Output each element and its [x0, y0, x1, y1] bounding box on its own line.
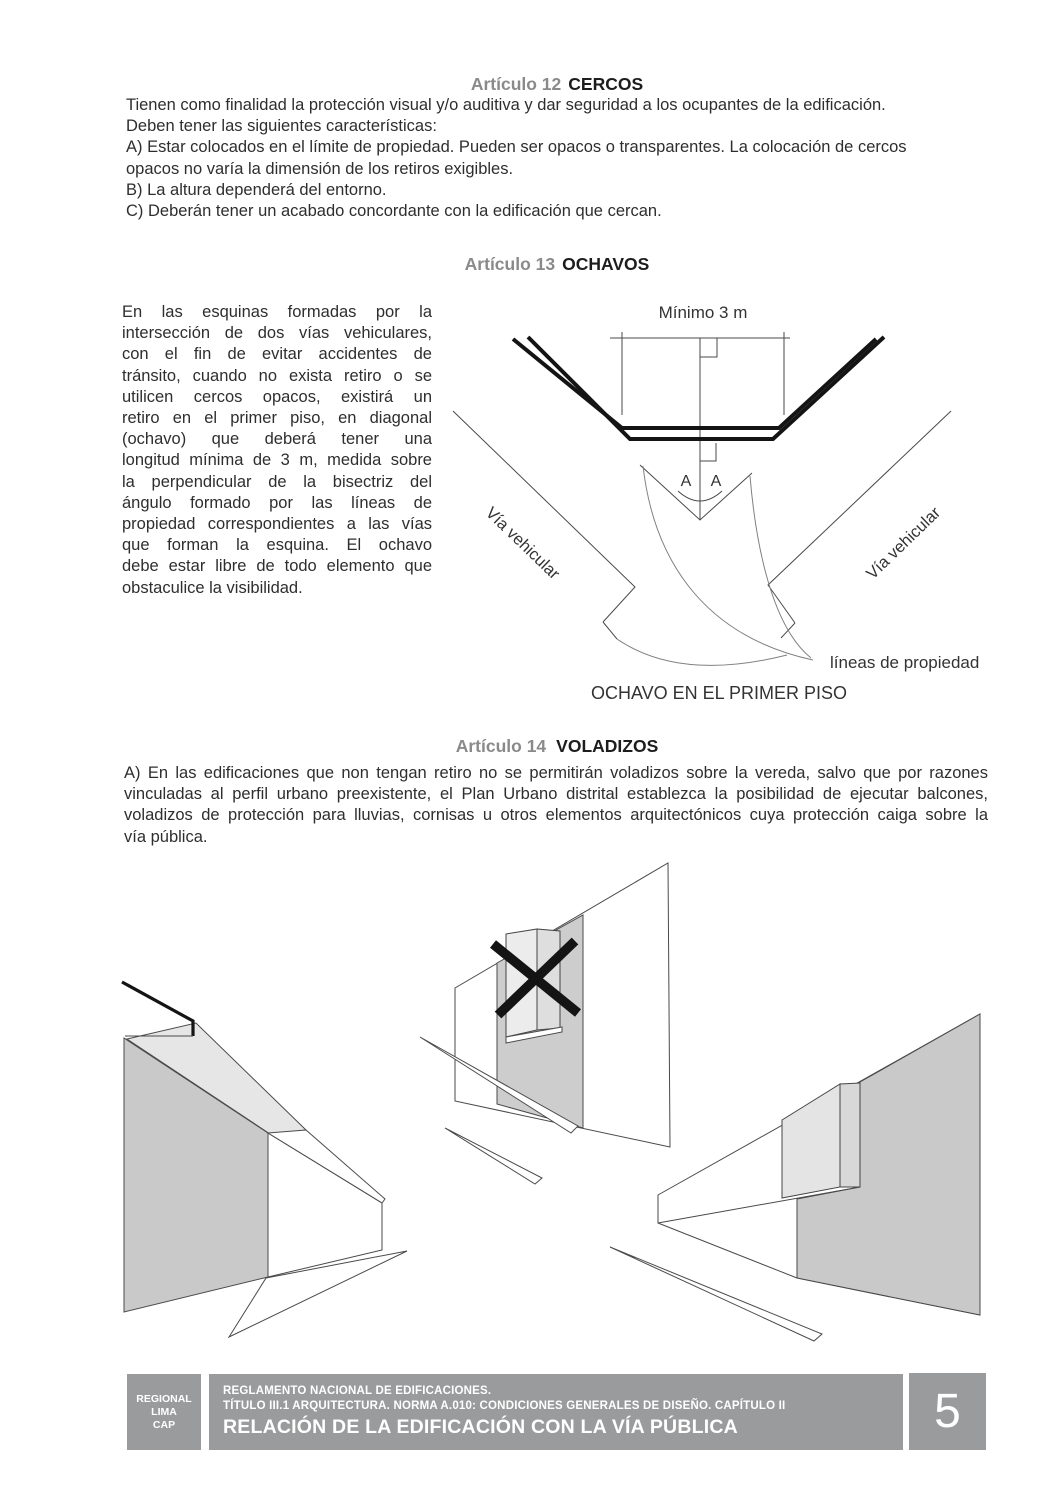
- article-number: Artículo 13: [464, 254, 556, 274]
- page-number: 5: [934, 1385, 961, 1438]
- text-line: obstaculice la visibilidad.: [122, 578, 303, 597]
- text-line: tránsito, cuando no exista retiro o se: [122, 366, 432, 385]
- text-line: LIMA: [151, 1405, 177, 1418]
- center-sidewalk-wedge-lower: [444, 1127, 543, 1185]
- left-building-balcony-slab: [266, 1129, 386, 1204]
- article-title: VOLADIZOS: [556, 736, 659, 756]
- right-balcony-side: [839, 1082, 861, 1188]
- article-title: OCHAVOS: [562, 254, 650, 274]
- text-line: ángulo formado por las líneas de: [122, 493, 432, 512]
- right-balcony-front: [781, 1083, 841, 1199]
- center-sidewalk-wedge-upper: [419, 1036, 579, 1134]
- right-angle-marker-top: [700, 338, 718, 358]
- prohibited-x-mark: [490, 937, 581, 1019]
- leader-curve-left: [642, 465, 814, 661]
- footer-doc-line-1: REGLAMENTO NACIONAL DE EDIFICACIONES.: [223, 1385, 492, 1397]
- diagram-caption: OCHAVO EN EL PRIMER PISO: [591, 683, 847, 703]
- text-line: (ochavo) que deberá tener una: [122, 430, 432, 449]
- road-label-right: Vía vehicular: [863, 503, 944, 583]
- article-13-heading: Artículo 13 OCHAVOS: [126, 255, 988, 273]
- corner-curb-arc: [616, 638, 788, 666]
- article-14-text: A) En las edificaciones que non tengan r…: [124, 763, 988, 848]
- text-line: En las esquinas formadas por la: [122, 303, 432, 321]
- ochavo-diagram: Mínimo 3 m A A líneas de propiedad OCHAV…: [452, 303, 979, 703]
- text-line: intersección de dos vías vehiculares,: [122, 324, 432, 343]
- angle-arc: [677, 490, 723, 502]
- text-line: B) La altura dependerá del entorno.: [126, 180, 387, 199]
- text-line: utilicen cercos opacos, existirá un: [122, 387, 432, 406]
- property-corner-lines: [639, 464, 753, 521]
- article-13-text: En las esquinas formadas por la intersecc…: [122, 302, 432, 599]
- text-line: vinculadas al perfil urbano preexistente…: [124, 785, 988, 804]
- text-line: CAP: [152, 1418, 176, 1431]
- voladizos-illustration: [121, 862, 981, 1342]
- ochavo-wall-outer-line: [526, 335, 886, 441]
- road-label-left: Vía vehicular: [482, 504, 563, 584]
- text-line: A) En las edificaciones que non tengan r…: [124, 764, 988, 782]
- text-line: la perpendicular de la bisectriz del: [122, 472, 432, 491]
- text-line: con el fin de evitar accidentes de: [122, 345, 432, 364]
- street-notch-left: [602, 621, 618, 640]
- article-14-heading: Artículo 14 VOLADIZOS: [126, 737, 988, 755]
- footer-doc-line-2: TÍTULO III.1 ARQUITECTURA. NORMA A.010: …: [223, 1399, 786, 1412]
- text-line: que forman la esquina. El ochavo: [122, 536, 432, 555]
- text-line: Deben tener las siguientes característic…: [126, 117, 437, 136]
- article-12-text: Tienen como finalidad la protección visu…: [126, 95, 988, 222]
- street-edge-right: [767, 410, 952, 624]
- property-lines-label: líneas de propiedad: [830, 653, 979, 672]
- footer-page-number-box: 5: [909, 1373, 986, 1450]
- angle-label-left: A: [681, 473, 692, 490]
- left-sidewalk-wedge: [227, 1250, 408, 1339]
- article-number: Artículo 12: [470, 74, 562, 94]
- leader-curve-right: [749, 475, 812, 659]
- text-line: voladizos de protección para lluvias, co…: [124, 806, 988, 825]
- text-line: retiro en el primer piso, en diagonal: [122, 409, 432, 428]
- text-line: A) Estar colocados en el límite de propi…: [126, 138, 907, 157]
- right-angle-marker-middle: [700, 443, 717, 462]
- text-line: propiedad correspondientes a las vías: [122, 515, 432, 534]
- angle-label-right: A: [711, 473, 722, 490]
- article-12-heading: Artículo 12 CERCOS: [126, 75, 988, 93]
- ochavo-wall-inner-line: [511, 337, 878, 430]
- text-line: C) Deberán tener un acabado concordante …: [126, 202, 662, 221]
- street-edge-left: [452, 410, 636, 623]
- article-title: CERCOS: [568, 74, 644, 94]
- right-sidewalk-wedge: [609, 1246, 823, 1342]
- text-line: vía pública.: [124, 827, 208, 846]
- dimension-label: Mínimo 3 m: [659, 303, 748, 322]
- text-line: longitud mínima de 3 m, medida sobre: [122, 451, 432, 470]
- footer-doc-line-3: RELACIÓN DE LA EDIFICACIÓN CON LA VÍA PÚ…: [223, 1416, 738, 1438]
- footer-title-box: REGLAMENTO NACIONAL DE EDIFICACIONES. TÍ…: [209, 1374, 903, 1450]
- article-number: Artículo 14: [455, 736, 547, 756]
- left-building-roof-edge: [121, 980, 195, 1036]
- text-line: REGIONAL: [136, 1392, 192, 1405]
- voladizo-box-underside: [505, 1026, 563, 1044]
- text-line: debe estar libre de todo elemento que: [122, 557, 432, 576]
- right-building-base-line: [657, 1186, 861, 1224]
- text-line: Tienen como finalidad la protección visu…: [126, 96, 886, 114]
- text-line: opacos no varía la dimensión de los reti…: [126, 159, 514, 178]
